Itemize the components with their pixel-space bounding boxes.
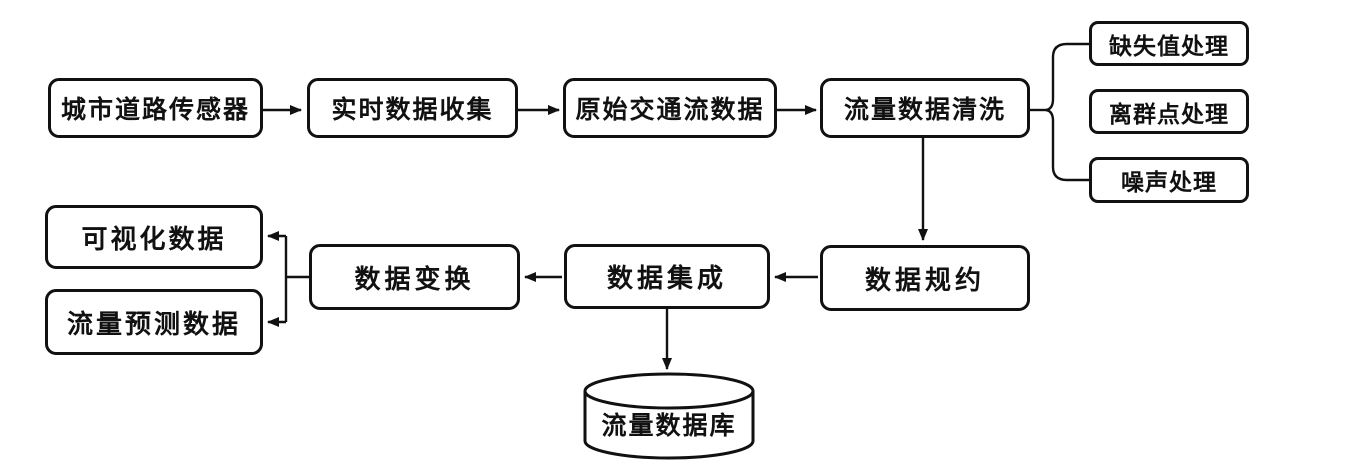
node-raw-traffic-data: 原始交通流数据 <box>563 78 777 138</box>
node-visualization-data: 可视化数据 <box>45 205 263 269</box>
node-flow-database: 流量数据库 <box>585 400 753 448</box>
node-data-integration-label: 数据集成 <box>606 263 727 293</box>
node-realtime-collection: 实时数据收集 <box>307 78 518 138</box>
node-data-transformation-label: 数据变换 <box>354 263 475 294</box>
node-flow-database-label: 流量数据库 <box>601 412 737 440</box>
node-outlier-label: 离群点处理 <box>1109 100 1229 127</box>
node-data-reduction: 数据规约 <box>820 245 1030 311</box>
node-data-integration: 数据集成 <box>564 244 770 309</box>
node-noise-handling: 噪声处理 <box>1089 157 1249 203</box>
node-noise-label: 噪声处理 <box>1121 169 1217 195</box>
node-flow-prediction-label: 流量预测数据 <box>66 308 241 339</box>
node-data-reduction-label: 数据规约 <box>864 264 985 295</box>
node-flow-data-cleaning-label: 流量数据清洗 <box>843 96 1006 124</box>
node-sensor-label: 城市道路传感器 <box>60 96 250 124</box>
node-visualization-label: 可视化数据 <box>81 223 227 254</box>
node-flow-data-cleaning: 流量数据清洗 <box>820 78 1030 138</box>
database-cylinder-icon <box>583 372 755 460</box>
edge-transform-fork <box>284 236 309 322</box>
node-data-transformation: 数据变换 <box>309 244 520 310</box>
edge-cleaning-to-missing <box>1045 42 1090 112</box>
node-realtime-collection-label: 实时数据收集 <box>331 96 494 124</box>
edge-cleaning-to-noise <box>1045 108 1090 182</box>
node-flow-prediction-data: 流量预测数据 <box>45 289 263 355</box>
node-missing-value-handling: 缺失值处理 <box>1089 21 1249 66</box>
node-raw-traffic-data-label: 原始交通流数据 <box>575 96 765 124</box>
node-sensor: 城市道路传感器 <box>48 78 263 138</box>
node-missing-value-label: 缺失值处理 <box>1109 32 1229 59</box>
node-outlier-handling: 离群点处理 <box>1089 89 1249 134</box>
